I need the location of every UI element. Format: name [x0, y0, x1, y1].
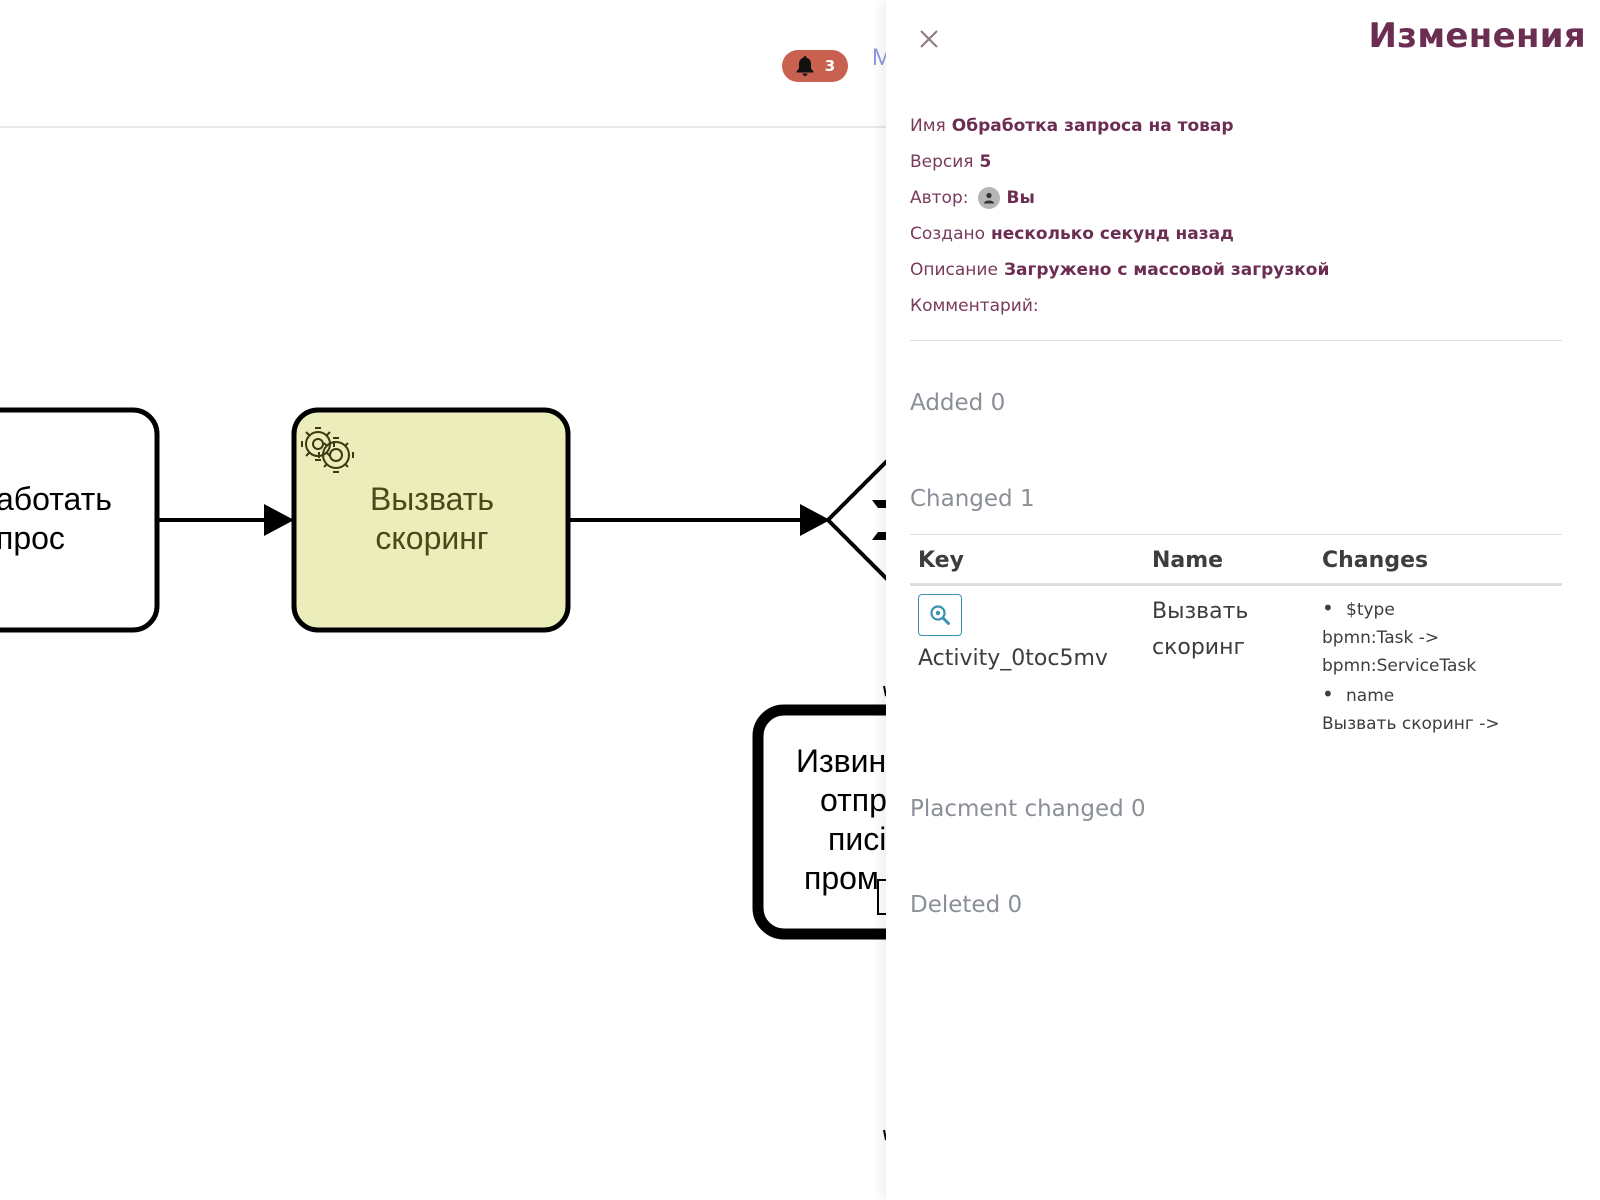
- changes-table: Key Name Changes Activity_0toc5mv: [910, 540, 1562, 746]
- col-name-header: Name: [1144, 540, 1314, 586]
- element-name: Вызвать скоринг: [1152, 599, 1249, 660]
- changes-list: $type bpmn:Task -> bpmn:ServiceTask name…: [1322, 594, 1554, 738]
- meta-divider: [910, 340, 1562, 341]
- header-divider: [0, 126, 890, 128]
- meta-comment-row: Комментарий:: [910, 296, 1039, 316]
- list-item: $type bpmn:Task -> bpmn:ServiceTask: [1322, 594, 1554, 680]
- table-row: Activity_0toc5mv Вызвать скоринг $type b…: [910, 585, 1562, 747]
- section-changed: Changed 1: [910, 486, 1035, 512]
- section-placement-changed: Placment changed 0: [910, 796, 1146, 822]
- element-key: Activity_0toc5mv: [918, 646, 1108, 671]
- gear-icon: [301, 427, 354, 473]
- lower-task-shape: [752, 704, 890, 940]
- section-deleted: Deleted 0: [910, 892, 1023, 918]
- close-icon: [920, 30, 938, 48]
- col-key-header: Key: [910, 540, 1144, 586]
- zoom-search-icon: [930, 605, 950, 625]
- left-task-label[interactable]: аботать прос: [0, 481, 112, 556]
- panel-title: Изменения: [1368, 16, 1586, 56]
- meta-author-row: Автор: Вы: [910, 187, 1035, 209]
- section-added: Added 0: [910, 390, 1006, 416]
- changes-cell: $type bpmn:Task -> bpmn:ServiceTask name…: [1314, 585, 1562, 747]
- notification-count: 3: [824, 57, 836, 75]
- key-cell: Activity_0toc5mv: [910, 585, 1144, 747]
- notifications-button[interactable]: 3: [782, 50, 848, 82]
- bell-icon: [795, 55, 815, 77]
- arrow-head-2: [800, 504, 830, 536]
- gateway-shape: [825, 455, 890, 585]
- user-icon: [984, 192, 995, 204]
- diagram-shapes: [0, 407, 890, 1141]
- list-item: name Вызвать скоринг ->: [1322, 680, 1554, 738]
- avatar: [978, 187, 1001, 209]
- lower-task-label[interactable]: Извин отпр писі пром: [796, 743, 887, 896]
- locate-element-button[interactable]: [918, 594, 962, 636]
- changed-divider: [910, 534, 1562, 535]
- service-task-label[interactable]: Вызвать скоринг: [369, 481, 495, 556]
- col-changes-header: Changes: [1314, 540, 1562, 586]
- close-button[interactable]: [916, 26, 942, 52]
- arrow-head-1: [264, 504, 294, 536]
